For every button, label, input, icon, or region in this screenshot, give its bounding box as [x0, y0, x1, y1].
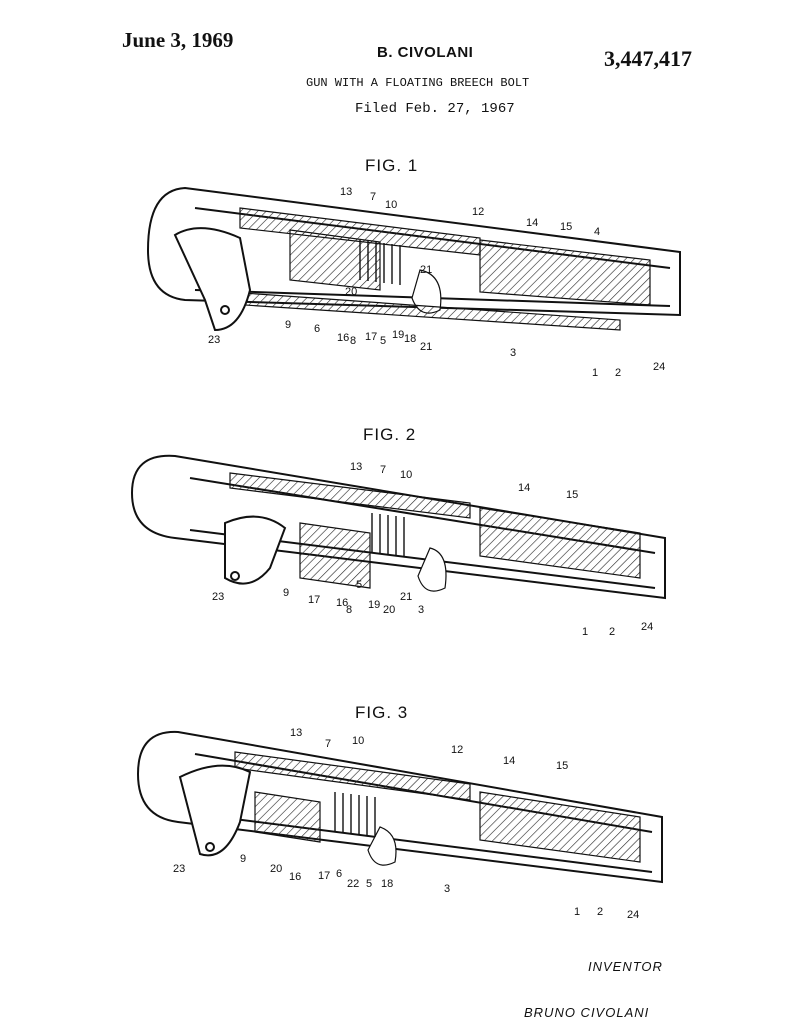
- inventor-label: INVENTOR: [588, 959, 663, 974]
- fig3-reference-numbers: 13 7 10 12 14 15 23 9 20 16 17 6 22 5 18…: [173, 727, 639, 921]
- fig3-num: 10: [352, 735, 364, 747]
- fig2-num: 5: [356, 579, 362, 591]
- fig1-num: 1: [592, 367, 598, 379]
- fig1-num: 6: [314, 323, 320, 335]
- fig1-num: 21: [420, 264, 432, 276]
- fig1-num: 2: [615, 367, 621, 379]
- fig3-num: 1: [574, 906, 580, 918]
- fig3-num: 22: [347, 878, 359, 890]
- fig3-label: FIG. 3: [355, 703, 409, 722]
- fig3-spring: [334, 792, 376, 837]
- fig1-num: 4: [594, 226, 600, 238]
- fig1-num: 15: [560, 221, 572, 233]
- fig3-num: 12: [451, 744, 463, 756]
- fig1-spring: [359, 240, 401, 285]
- fig1-num: 14: [526, 217, 538, 229]
- issue-date: June 3, 1969: [122, 28, 234, 52]
- fig2-num: 15: [566, 489, 578, 501]
- fig2-num: 19: [368, 599, 380, 611]
- fig2-num: 23: [212, 591, 224, 603]
- fig1-num: 23: [208, 334, 220, 346]
- figure-2-drawing: 13 7 10 14 15 23 9 17 16 8 5 19 20 21 3 …: [130, 454, 666, 638]
- fig1-label: FIG. 1: [365, 156, 419, 175]
- fig2-num: 13: [350, 461, 362, 473]
- fig2-num: 16: [336, 597, 348, 609]
- fig1-num: 9: [285, 319, 291, 331]
- fig1-reference-numbers: 13 7 10 12 14 15 4 21 20 9 6 16 8 17 5 1…: [208, 186, 665, 379]
- patent-title: GUN WITH A FLOATING BREECH BOLT: [306, 76, 530, 90]
- fig3-num: 16: [289, 871, 301, 883]
- filed-date: Filed Feb. 27, 1967: [355, 101, 515, 117]
- fig3-num: 18: [381, 878, 393, 890]
- fig2-num: 14: [518, 482, 530, 494]
- fig2-num: 1: [582, 626, 588, 638]
- fig2-num: 21: [400, 591, 412, 603]
- fig3-num: 14: [503, 755, 515, 767]
- fig1-num: 10: [385, 199, 397, 211]
- fig2-label: FIG. 2: [363, 425, 417, 444]
- fig3-num: 20: [270, 863, 282, 875]
- fig2-hatched-parts: [229, 472, 641, 592]
- fig2-num: 3: [418, 604, 424, 616]
- fig3-num: 17: [318, 870, 330, 882]
- fig2-spring: [371, 513, 405, 557]
- fig1-num: 24: [653, 361, 665, 373]
- fig2-num: 2: [609, 626, 615, 638]
- fig1-hatched-parts: [229, 207, 651, 331]
- fig3-num: 3: [444, 883, 450, 895]
- fig3-num: 24: [627, 909, 639, 921]
- fig3-num: 13: [290, 727, 302, 739]
- fig1-num: 5: [380, 335, 386, 347]
- fig2-hammer: [224, 515, 287, 585]
- fig3-num: 2: [597, 906, 603, 918]
- fig3-num: 23: [173, 863, 185, 875]
- fig1-num: 8: [350, 335, 356, 347]
- figure-3-drawing: 13 7 10 12 14 15 23 9 20 16 17 6 22 5 18…: [136, 727, 663, 921]
- fig1-num: 20: [345, 286, 357, 298]
- fig1-num: 12: [472, 206, 484, 218]
- fig2-num: 7: [380, 464, 386, 476]
- fig2-num: 20: [383, 604, 395, 616]
- fig2-num: 17: [308, 594, 320, 606]
- inventor-full-name: BRUNO CIVOLANI: [524, 1005, 650, 1020]
- fig2-reference-numbers: 13 7 10 14 15 23 9 17 16 8 5 19 20 21 3 …: [212, 461, 653, 638]
- patent-number: 3,447,417: [604, 46, 692, 71]
- fig2-num: 24: [641, 621, 653, 633]
- fig3-num: 5: [366, 878, 372, 890]
- fig1-num: 7: [370, 191, 376, 203]
- fig3-num: 7: [325, 738, 331, 750]
- fig1-num: 13: [340, 186, 352, 198]
- fig3-num: 15: [556, 760, 568, 772]
- fig1-num: 17: [365, 331, 377, 343]
- fig3-hatched-parts: [234, 751, 641, 866]
- fig3-hammer: [178, 764, 252, 857]
- fig1-num: 21: [420, 341, 432, 353]
- fig3-num: 9: [240, 853, 246, 865]
- fig1-hammer: [173, 227, 252, 332]
- fig1-num: 3: [510, 347, 516, 359]
- figure-1-drawing: 13 7 10 12 14 15 4 21 20 9 6 16 8 17 5 1…: [146, 186, 681, 379]
- inventor-name-header: B. CIVOLANI: [377, 44, 474, 61]
- fig1-num: 18: [404, 333, 416, 345]
- fig1-num: 16: [337, 332, 349, 344]
- fig2-num: 8: [346, 604, 352, 616]
- fig2-num: 9: [283, 587, 289, 599]
- fig1-num: 19: [392, 329, 404, 341]
- fig3-num: 6: [336, 868, 342, 880]
- fig2-num: 10: [400, 469, 412, 481]
